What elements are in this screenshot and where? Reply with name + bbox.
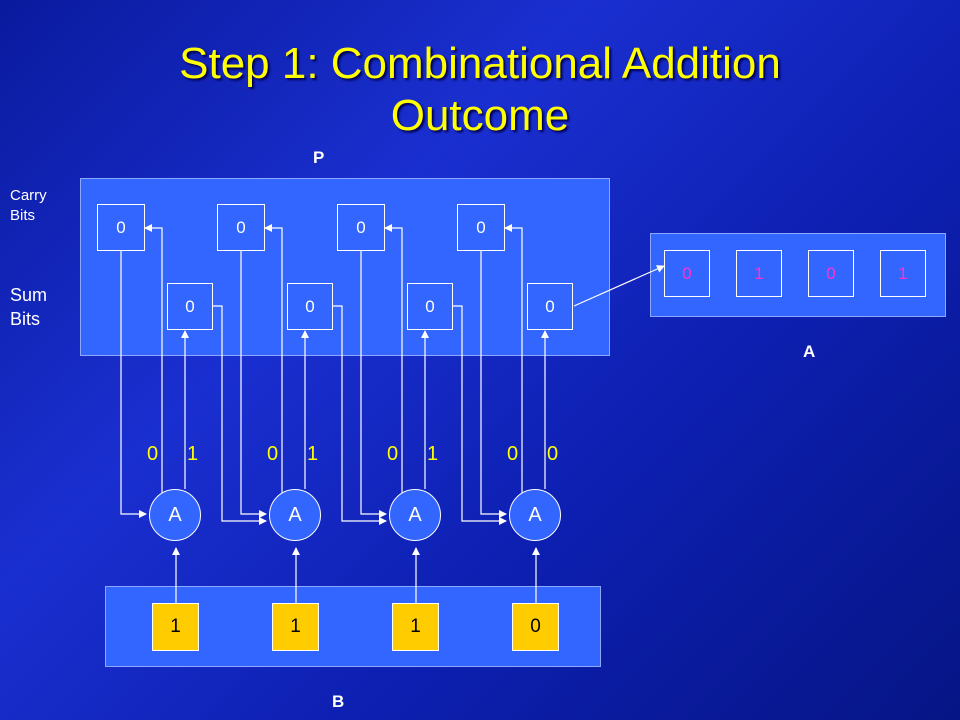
carry-bit-cell: 0 — [457, 204, 505, 251]
sum-bit-cell: 0 — [527, 283, 573, 330]
wire-p-to-a — [573, 265, 665, 307]
adder-input-bit: 0 — [387, 443, 399, 465]
carry-bit-cell: 0 — [97, 204, 145, 251]
adder-node: A — [149, 489, 201, 541]
wire-cin-3 — [360, 251, 387, 518]
wire-sin-4 — [453, 305, 507, 525]
wire-cin-1 — [120, 251, 147, 518]
adder-input-bit: 0 — [547, 443, 559, 465]
slide-title: Step 1: Combinational Addition Outcome — [0, 38, 960, 142]
adder-node: A — [509, 489, 561, 541]
wire-sin-2 — [213, 305, 267, 525]
wire-cin-2 — [240, 251, 267, 518]
sum-bit-cell: 0 — [287, 283, 333, 330]
register-a-bit: 0 — [808, 250, 854, 297]
wire-cin-4 — [480, 251, 507, 518]
adder-node: A — [389, 489, 441, 541]
register-a-bit: 1 — [880, 250, 926, 297]
carry-bit-cell: 0 — [337, 204, 385, 251]
wire-carry-2 — [264, 224, 283, 495]
register-b-bit: 1 — [392, 603, 439, 651]
wire-carry-1 — [144, 224, 163, 495]
register-a-label: A — [803, 342, 816, 361]
wire-carry-3 — [384, 224, 403, 495]
register-b-bit: 1 — [272, 603, 319, 651]
register-b-label: B — [332, 692, 345, 711]
adder-input-bit: 1 — [427, 443, 439, 465]
register-b-bit: 0 — [512, 603, 559, 651]
adder-input-bit: 1 — [187, 443, 199, 465]
register-a-bit: 0 — [664, 250, 710, 297]
wire-carry-4 — [504, 224, 523, 495]
adder-node: A — [269, 489, 321, 541]
register-p-label: P — [313, 148, 325, 167]
adder-input-bit: 0 — [147, 443, 159, 465]
sum-bit-cell: 0 — [407, 283, 453, 330]
carry-bits-label: Carry Bits — [10, 187, 47, 224]
sum-bits-label: Sum Bits — [10, 285, 48, 329]
sum-bit-cell: 0 — [167, 283, 213, 330]
wire-sin-3 — [333, 305, 387, 525]
adder-input-bit: 1 — [307, 443, 319, 465]
slide-title-line1: Step 1: Combinational Addition — [179, 39, 781, 88]
slide-title-line2: Outcome — [390, 91, 570, 140]
register-b-bit: 1 — [152, 603, 199, 651]
adder-input-bit: 0 — [507, 443, 519, 465]
register-a-bit: 1 — [736, 250, 782, 297]
carry-bit-cell: 0 — [217, 204, 265, 251]
adder-input-bit: 0 — [267, 443, 279, 465]
